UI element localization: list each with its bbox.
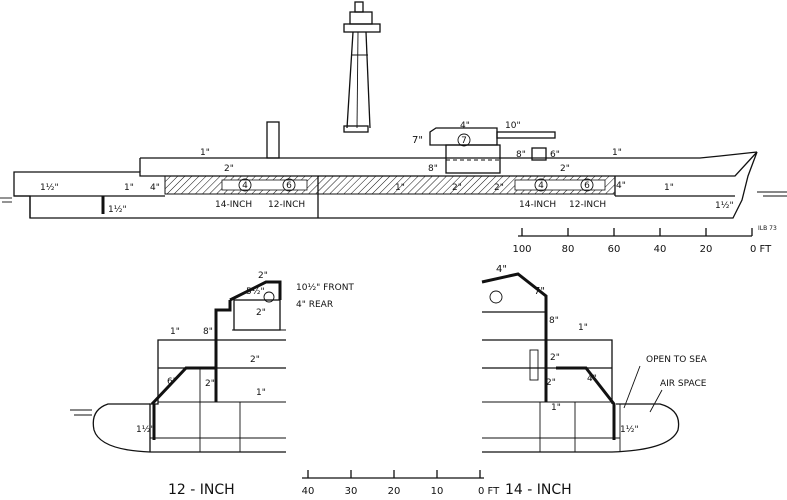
label-barbette-front: 10" (505, 121, 521, 131)
label-barbette-6: 6" (550, 150, 560, 160)
scale-bottom-tick-0: 40 (302, 486, 315, 497)
label-air-space: AIR SPACE (660, 379, 707, 389)
label-bow-1half: 1½" (715, 201, 734, 211)
s14-label-roof-4: 4" (496, 264, 507, 275)
turret-number-aft-a: 4 (242, 181, 248, 191)
s14-label-slope-4: 4" (587, 374, 597, 384)
s12-label-top: 2" (258, 271, 268, 281)
s12-label-roof: 5½" (246, 287, 265, 297)
label-belt-8: 8" (516, 150, 526, 160)
turret-number-aft-b: 6 (286, 181, 292, 191)
label-deck-2in-fwd: 2" (560, 164, 570, 174)
s14-label-deck-1: 1" (578, 323, 588, 333)
s14-label-side-7: 7" (534, 286, 545, 297)
label-bow-1: 1" (664, 183, 674, 193)
leader-open-to-sea (623, 365, 641, 409)
s14-label-bulge: 1½" (620, 425, 639, 435)
s12-label-bulge: 1½" (136, 425, 155, 435)
label-mid-1: 1" (395, 183, 405, 193)
upper-deck-line (140, 151, 758, 159)
label-mid-2b: 2" (494, 183, 504, 193)
s12-label-inner-2b: 2" (205, 379, 215, 389)
s12-label-front: 10½" FRONT (296, 283, 354, 293)
s12-label-inner-1: 1" (256, 388, 266, 398)
main-turret: 7 (429, 127, 556, 174)
scale-bottom: 40 30 20 10 0 FT (302, 470, 500, 497)
label-stern-1: 1" (124, 183, 134, 193)
label-barbette-8: 8" (428, 164, 438, 174)
s14-label-inner-2: 2" (546, 378, 556, 388)
s14-label-inner-1: 1" (551, 403, 561, 413)
s12-label-deck-2: 2" (250, 355, 260, 365)
section-12-inch: 2" 5½" 2" 10½" FRONT 4" REAR 1" 8" 2" 6"… (70, 271, 354, 498)
section-14-title: 14 - INCH (505, 482, 572, 498)
s12-label-deck-1: 1" (170, 327, 180, 337)
section-12-title: 12 - INCH (168, 482, 235, 498)
label-bow-4: 4" (616, 181, 626, 191)
scale-bottom-tick-2: 20 (388, 486, 401, 497)
s12-label-barbette-8: 8" (203, 327, 213, 337)
funnel (266, 121, 280, 159)
turret-number-fwd-b: 6 (584, 181, 590, 191)
scale-bottom-tick-4: 0 FT (478, 486, 500, 497)
scale-top-tick-5: 0 FT (750, 244, 772, 255)
s14-label-deck-2: 2" (550, 353, 560, 363)
label-lower-1half: 1½" (108, 205, 127, 215)
label-stern-4: 4" (150, 183, 160, 193)
leader-air-space (649, 389, 663, 413)
caption-14-inch-aft: 14-INCH (215, 200, 252, 210)
label-open-to-sea: OPEN TO SEA (646, 355, 708, 365)
s12-label-slope-6: 6" (167, 377, 177, 387)
scale-top-tick-2: 60 (608, 244, 621, 255)
side-profile: 7 4 6 4 6 4" 10" 7" 1" 2" 1" 2" 8" (0, 1, 787, 232)
scale-top: 100 80 60 40 20 0 FT (512, 228, 772, 255)
turret-number-7: 7 (461, 136, 467, 146)
scale-top-tick-0: 100 (512, 244, 531, 255)
caption-14-inch-fwd: 14-INCH (519, 200, 556, 210)
s12-label-rear: 4" REAR (296, 300, 333, 310)
label-mid-2: 2" (452, 183, 462, 193)
label-forecastle: 1" (612, 148, 622, 158)
s14-label-barbette-8: 8" (549, 316, 559, 326)
section-14-inch: 4" 7" 8" 1" 2" 4" 2" 1" 1½" OPEN TO SEA … (481, 264, 708, 498)
scale-bottom-tick-1: 30 (345, 486, 358, 497)
scale-top-tick-3: 40 (654, 244, 667, 255)
label-upper-deck-aft: 1" (200, 148, 210, 158)
mast (343, 1, 381, 133)
label-turret-top: 4" (460, 121, 470, 131)
scale-top-tick-4: 20 (700, 244, 713, 255)
credit-text: ILB 73 (758, 225, 777, 232)
scale-top-tick-1: 80 (562, 244, 575, 255)
turret-number-fwd-a: 4 (538, 181, 544, 191)
label-stern-1half: 1½" (40, 183, 59, 193)
label-turret-side: 7" (412, 135, 423, 146)
s12-label-inner-2: 2" (256, 308, 266, 318)
caption-12-inch-fwd: 12-INCH (569, 200, 606, 210)
label-main-deck-aft: 2" (224, 164, 234, 174)
scale-bottom-tick-3: 10 (431, 486, 444, 497)
caption-12-inch-aft: 12-INCH (268, 200, 305, 210)
